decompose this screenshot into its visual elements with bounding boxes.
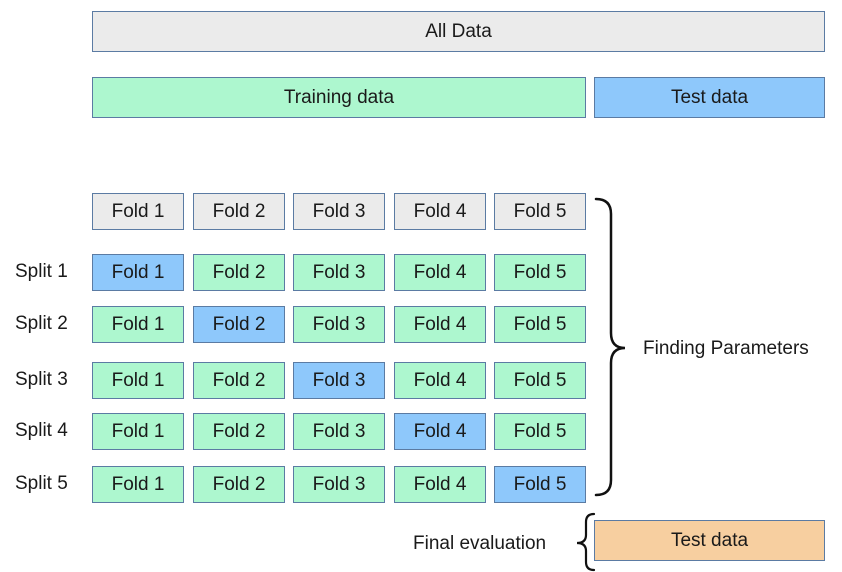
fold-cell: Fold 4 (394, 306, 486, 343)
fold-cell: Fold 3 (293, 466, 385, 503)
fold-cell: Fold 1 (92, 362, 184, 399)
fold-header-5: Fold 5 (494, 193, 586, 230)
training-data-bar: Training data (92, 77, 586, 118)
split-label: Split 2 (15, 313, 68, 334)
fold-cell: Fold 3 (293, 254, 385, 291)
fold-cell: Fold 2 (193, 413, 285, 450)
final-test-data-bar: Test data (594, 520, 825, 561)
fold-cell: Fold 1 (92, 306, 184, 343)
fold-cell: Fold 1 (92, 466, 184, 503)
fold-cell: Fold 1 (92, 413, 184, 450)
fold-cell: Fold 4 (394, 466, 486, 503)
fold-cell: Fold 5 (494, 362, 586, 399)
fold-cell: Fold 3 (293, 306, 385, 343)
fold-cell-test: Fold 4 (394, 413, 486, 450)
fold-cell: Fold 5 (494, 306, 586, 343)
final-evaluation-brace (576, 512, 596, 572)
split-label: Split 5 (15, 473, 68, 494)
fold-cell-test: Fold 2 (193, 306, 285, 343)
fold-header-4: Fold 4 (394, 193, 486, 230)
test-data-label: Test data (670, 86, 749, 108)
final-test-data-label: Test data (670, 529, 749, 551)
fold-cell: Fold 4 (394, 362, 486, 399)
fold-header-2: Fold 2 (193, 193, 285, 230)
fold-cell-test: Fold 1 (92, 254, 184, 291)
split-label: Split 3 (15, 369, 68, 390)
fold-header-3: Fold 3 (293, 193, 385, 230)
final-evaluation-label: Final evaluation (413, 533, 547, 554)
split-label: Split 1 (15, 261, 68, 282)
fold-cell-test: Fold 5 (494, 466, 586, 503)
fold-header-1: Fold 1 (92, 193, 184, 230)
all-data-bar: All Data (92, 11, 825, 52)
fold-cell: Fold 2 (193, 466, 285, 503)
fold-cell-test: Fold 3 (293, 362, 385, 399)
fold-cell: Fold 2 (193, 254, 285, 291)
test-data-bar: Test data (594, 77, 825, 118)
fold-cell: Fold 5 (494, 413, 586, 450)
fold-cell: Fold 2 (193, 362, 285, 399)
split-label: Split 4 (15, 420, 68, 441)
finding-parameters-label: Finding Parameters (643, 338, 809, 359)
finding-parameters-brace (594, 197, 626, 497)
training-data-label: Training data (283, 86, 395, 108)
fold-cell: Fold 5 (494, 254, 586, 291)
fold-cell: Fold 3 (293, 413, 385, 450)
fold-cell: Fold 4 (394, 254, 486, 291)
all-data-label: All Data (425, 20, 492, 42)
